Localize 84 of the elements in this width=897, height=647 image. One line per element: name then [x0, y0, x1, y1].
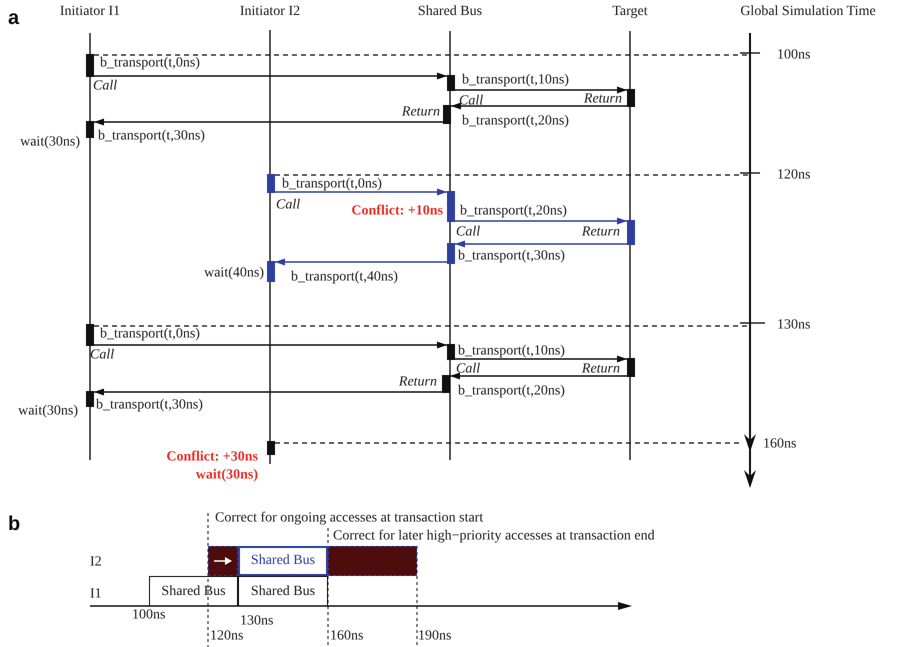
- wait-label: wait(30ns): [18, 403, 78, 419]
- arrow: [451, 102, 627, 110]
- activation-bar: [267, 441, 275, 455]
- edge-label: Return: [398, 374, 437, 390]
- activation-bar: [86, 121, 94, 138]
- lifeline-header: Initiator I1: [60, 4, 120, 20]
- edge-label: Return: [582, 361, 620, 377]
- time-marker-line: [275, 174, 749, 176]
- edge-label: Return: [402, 104, 440, 120]
- function-call-label: b_transport(t,10ns): [462, 72, 569, 88]
- function-call-label: b_transport(t,10ns): [458, 343, 565, 359]
- wait-label: wait(30ns): [20, 134, 80, 150]
- activation-bar: [267, 261, 275, 282]
- arrow: [275, 258, 447, 266]
- activation-bar: [86, 324, 94, 346]
- edge-label: Call: [90, 347, 114, 363]
- lifeline-header: Shared Bus: [418, 4, 482, 20]
- edge-label: Call: [456, 361, 480, 377]
- activation-bar: [627, 220, 635, 245]
- activation-bar: [443, 105, 451, 124]
- activation-bar: [442, 375, 450, 393]
- activation-bar: [627, 89, 635, 107]
- function-call-label: b_transport(t,0ns): [100, 326, 200, 342]
- function-call-label: b_transport(t,0ns): [100, 55, 200, 71]
- arrow: [455, 218, 627, 224]
- conflict-note: Conflict: +10ns: [351, 203, 443, 219]
- edge-label: Call: [93, 78, 118, 94]
- edge-label: Return: [584, 91, 622, 107]
- activation-bar: [447, 191, 455, 222]
- row-label: I1: [90, 586, 102, 602]
- activation-bar: [447, 243, 455, 264]
- arrow: [94, 118, 443, 126]
- time-label: 160ns: [330, 628, 364, 644]
- activation-bar: [267, 174, 275, 193]
- arrow: [94, 342, 447, 348]
- activation-bar: [447, 75, 455, 91]
- arrow: [275, 188, 447, 196]
- annotation: Correct for later high−priority accesses at transaction end: [333, 528, 655, 544]
- busy-block: [328, 546, 417, 576]
- activation-bar: [447, 344, 455, 360]
- conflict-note: Conflict: +30ns: [166, 449, 258, 465]
- lifeline-header: Initiator I2: [240, 4, 300, 20]
- arrow: [94, 72, 447, 80]
- arrow: [455, 356, 627, 362]
- time-label: 130ns: [240, 613, 274, 629]
- function-call-label: b_transport(t,20ns): [462, 113, 569, 129]
- arrow: [94, 388, 442, 396]
- edge-label: Call: [456, 224, 480, 240]
- function-call-label: b_transport(t,20ns): [458, 383, 565, 399]
- panel-label: a: [8, 7, 20, 29]
- function-call-label: b_transport(t,30ns): [98, 128, 205, 144]
- function-call-label: b_transport(t,40ns): [291, 269, 398, 285]
- wait-label: wait(40ns): [204, 265, 264, 281]
- function-call-label: b_transport(t,20ns): [460, 203, 567, 219]
- arrow: [450, 372, 627, 380]
- time-label: 130ns: [777, 317, 810, 333]
- edge-label: Return: [582, 224, 620, 240]
- time-label: 100ns: [132, 607, 166, 623]
- bus-access-box: Shared Bus: [238, 546, 328, 576]
- annotation: Correct for ongoing accesses at transaction start: [215, 510, 484, 526]
- activation-bar: [86, 54, 94, 77]
- function-call-label: b_transport(t,0ns): [282, 176, 382, 192]
- time-marker-line: [94, 54, 749, 56]
- panel-label: b: [8, 513, 20, 535]
- edge-label: Call: [459, 93, 484, 109]
- arrow: [455, 240, 627, 248]
- time-label: 160ns: [763, 436, 796, 452]
- activation-bar: [86, 391, 94, 407]
- time-label: 120ns: [210, 628, 244, 644]
- edge-label: Call: [276, 197, 300, 213]
- time-marker-line: [94, 325, 749, 327]
- lifeline-header: Target: [612, 4, 648, 20]
- time-marker-line: [275, 442, 740, 444]
- time-label: 120ns: [777, 167, 810, 183]
- lifeline-header: Global Simulation Time: [740, 4, 876, 20]
- time-label: 190ns: [418, 628, 452, 644]
- activation-bar: [627, 358, 635, 377]
- function-call-label: b_transport(t,30ns): [458, 248, 565, 264]
- arrow: [455, 86, 627, 94]
- function-call-label: b_transport(t,30ns): [96, 397, 203, 413]
- conflict-note: wait(30ns): [196, 467, 258, 483]
- row-label: I2: [90, 554, 102, 570]
- time-label: 100ns: [777, 47, 810, 63]
- busy-block: [208, 546, 238, 576]
